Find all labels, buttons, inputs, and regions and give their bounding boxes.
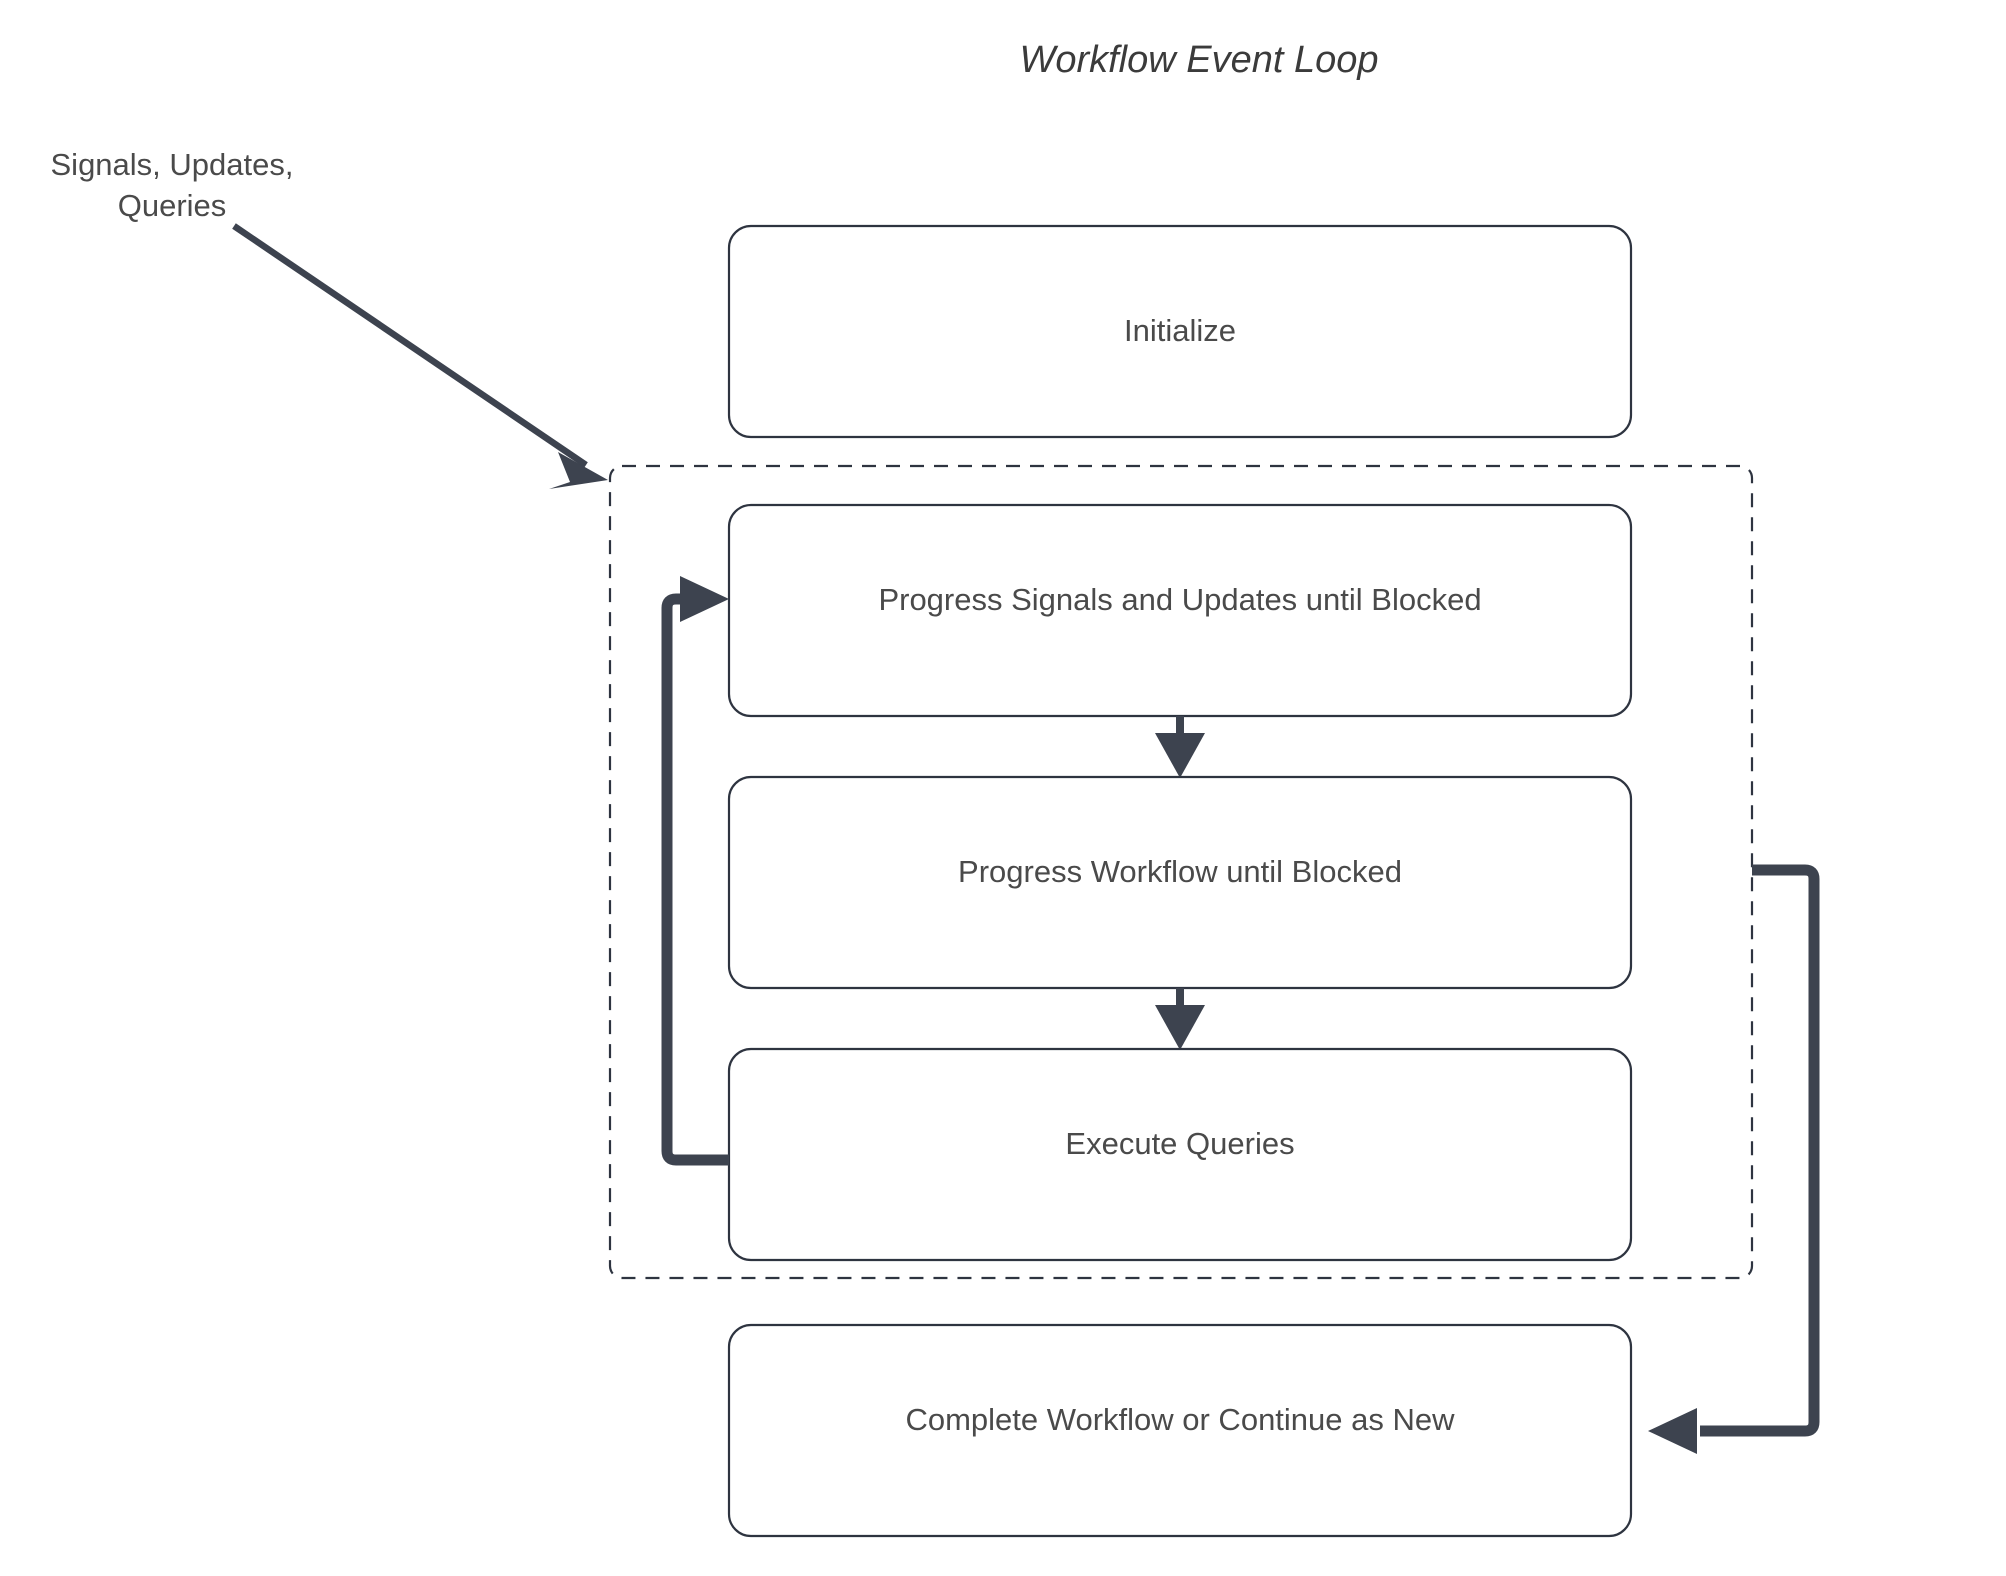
node-execute-queries[interactable]: Execute Queries — [727, 1047, 1633, 1262]
node-progress-signals-label: Progress Signals and Updates until Block… — [878, 582, 1481, 617]
connector-loop-exit-arrowhead — [1648, 1408, 1697, 1454]
external-input-label-line2: Queries — [118, 188, 227, 223]
external-input-arrow — [232, 223, 608, 489]
node-initialize-label: Initialize — [1124, 313, 1236, 348]
node-complete-workflow[interactable]: Complete Workflow or Continue as New — [727, 1323, 1633, 1538]
event-loop-group-border — [608, 464, 1754, 1280]
node-complete-workflow-label: Complete Workflow or Continue as New — [905, 1402, 1455, 1437]
connector-loop-exit-to-complete — [1648, 864, 1820, 1454]
node-complete-workflow-box[interactable] — [727, 1323, 1633, 1538]
node-progress-signals[interactable]: Progress Signals and Updates until Block… — [727, 503, 1633, 718]
page-title: Workflow Event Loop — [1019, 39, 1378, 81]
connector-loopback-arrowhead — [680, 576, 729, 622]
external-input-label-line1: Signals, Updates, — [51, 147, 294, 182]
node-execute-queries-label: Execute Queries — [1065, 1126, 1294, 1161]
connector-signals-to-workflow — [1155, 716, 1205, 778]
node-initialize-box[interactable] — [727, 224, 1633, 439]
connector-loopback-queries-to-signals — [661, 576, 729, 1166]
connector-workflow-to-queries — [1155, 988, 1205, 1050]
node-progress-workflow-label: Progress Workflow until Blocked — [958, 854, 1402, 889]
node-progress-workflow[interactable]: Progress Workflow until Blocked — [727, 775, 1633, 990]
connector-workflow-to-queries-arrowhead — [1155, 1005, 1205, 1050]
external-input-arrowhead — [549, 452, 608, 489]
node-initialize[interactable]: Initialize — [727, 224, 1633, 439]
connector-signals-to-workflow-arrowhead — [1155, 733, 1205, 778]
